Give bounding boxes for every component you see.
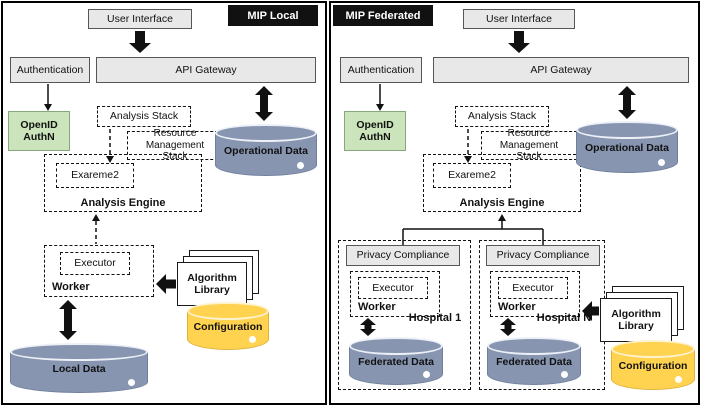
algorithm-library-stack-fed: Algorithm Library [600,286,684,342]
resource-management-stack-box-local: Resource Management Stack [127,128,223,163]
operational-data-cylinder-fed: Operational Data [576,121,678,173]
analysis-engine-frame-fed: Analysis Engine [423,154,581,212]
authentication-box-local: Authentication [10,57,90,83]
cylinder-highlight-dot [249,336,256,343]
user-interface-box-fed: User Interface [463,9,575,29]
configuration-cylinder-local: Configuration [187,302,269,350]
local-data-label: Local Data [52,363,106,375]
configuration-label-local: Configuration [193,320,263,333]
cylinder-top-icon [10,343,148,361]
api-gateway-box-local: API Gateway [96,57,316,83]
worker-frame-local: Worker [44,245,154,297]
executor-box-local: Executor [60,252,130,275]
worker-label-local: Worker [52,281,90,293]
cylinder-top-icon [349,337,443,355]
exareme2-box-fed: Exareme2 [433,163,511,188]
hospital-1-label: Hospital 1 [408,312,462,324]
executor-box-hospital-n: Executor [498,277,568,299]
privacy-compliance-box-2: Privacy Compliance [486,245,600,266]
cylinder-highlight-dot [297,162,304,169]
user-interface-box-local: User Interface [88,9,192,29]
analysis-engine-label-fed: Analysis Engine [459,197,545,209]
operational-data-label-fed: Operational Data [584,142,670,155]
resource-management-stack-label-local: Resource Management Stack [145,128,205,163]
federated-data-label-n: Federated Data [496,355,572,368]
worker-frame-hospital-n: Worker [490,271,580,317]
cylinder-highlight-dot [561,371,568,378]
local-data-cylinder: Local Data [10,343,148,393]
operational-data-cylinder-local: Operational Data [215,124,317,176]
mip-local-badge: MIP Local [228,5,318,26]
worker-label-hospital-1: Worker [358,301,396,313]
analysis-engine-label-local: Analysis Engine [80,197,166,209]
executor-box-hospital-1: Executor [358,277,428,299]
analysis-stack-box-fed: Analysis Stack [455,106,549,127]
analysis-engine-frame-local: Analysis Engine [44,154,202,212]
hospital-n-label: Hospital N [536,312,592,324]
resource-management-stack-box-fed: Resource Management Stack [481,128,577,163]
cylinder-top-icon [487,337,581,355]
resource-management-stack-label-fed: Resource Management Stack [499,128,559,163]
cylinder-highlight-dot [128,379,135,386]
cylinder-highlight-dot [423,371,430,378]
exareme2-box-local: Exareme2 [56,163,134,188]
authentication-box-fed: Authentication [340,57,422,83]
openid-authn-box-local: OpenID AuthN [8,111,70,151]
configuration-label-fed: Configuration [618,360,688,372]
operational-data-label-local: Operational Data [223,145,309,158]
federated-data-cylinder-1: Federated Data [349,337,443,385]
mip-federated-badge: MIP Federated [333,5,433,26]
analysis-stack-box-local: Analysis Stack [97,106,191,127]
federated-data-cylinder-n: Federated Data [487,337,581,385]
cylinder-top-icon [215,124,317,142]
algorithm-library-label-fed: Algorithm Library [600,298,672,342]
algorithm-library-stack-local: Algorithm Library [177,250,259,306]
cylinder-highlight-dot [675,376,682,383]
cylinder-top-icon [187,302,269,320]
privacy-compliance-box-1: Privacy Compliance [346,245,460,266]
hospital-1-frame: Hospital 1 [338,240,471,390]
cylinder-top-icon [576,121,678,139]
cylinder-highlight-dot [658,159,665,166]
cylinder-top-icon [611,340,695,358]
worker-label-hospital-n: Worker [498,301,536,313]
openid-authn-box-fed: OpenID AuthN [344,111,406,151]
worker-frame-hospital-1: Worker [350,271,440,317]
api-gateway-box-fed: API Gateway [433,57,689,83]
algorithm-library-label-local: Algorithm Library [177,262,247,306]
configuration-cylinder-fed: Configuration [611,340,695,390]
federated-data-label-1: Federated Data [358,355,434,368]
